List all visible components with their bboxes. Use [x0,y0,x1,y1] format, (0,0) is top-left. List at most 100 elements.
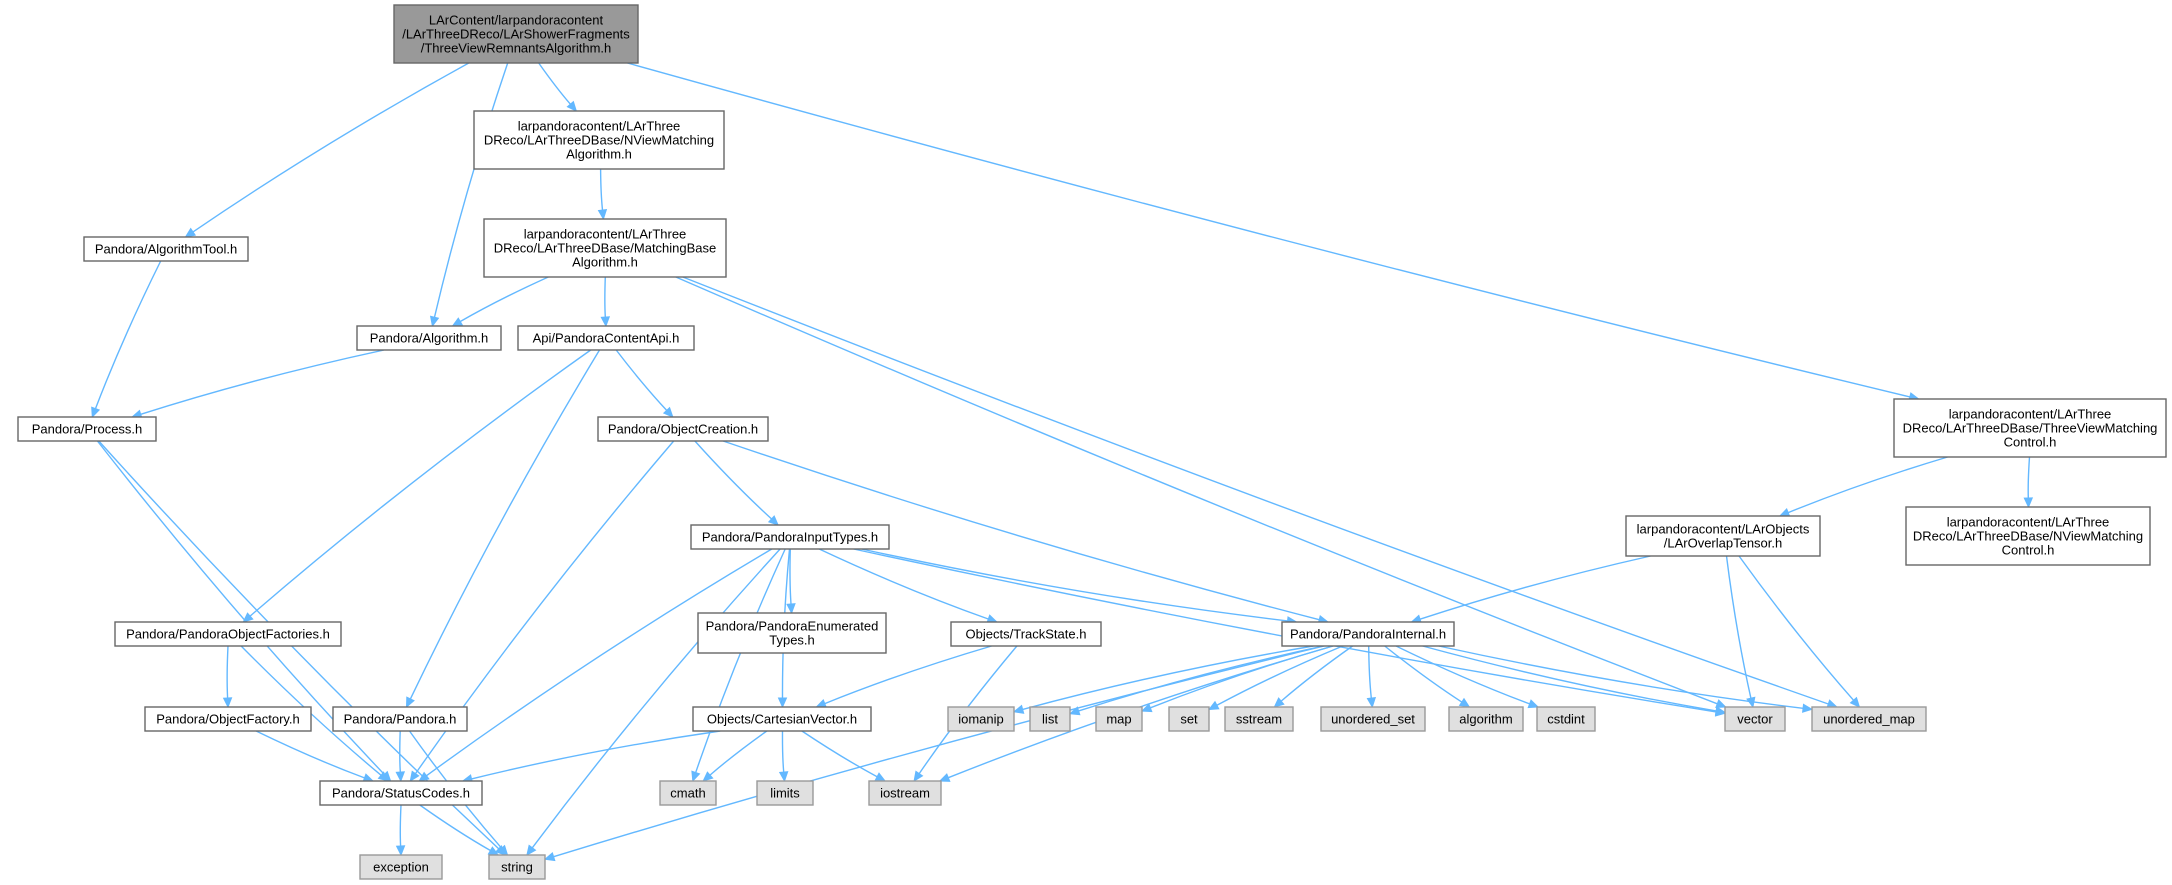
node-root[interactable]: LArContent/larpandoracontent/LArThreeDRe… [393,4,639,64]
edge-arrowhead [184,227,197,238]
edge-cart_vector-to-limits [778,730,789,783]
node-set[interactable]: set [1168,706,1210,732]
node-vector[interactable]: vector [1724,706,1786,732]
node-three-view-ctrl[interactable]: larpandoracontent/LArThreeDReco/LArThree… [1893,398,2167,458]
node-unordered-set[interactable]: unordered_set [1320,706,1426,732]
node-label-line: iomanip [958,712,1004,727]
edge-arrowhead [600,316,611,328]
node-label-line: cmath [670,786,705,801]
edge-line [471,730,721,780]
node-label-line: Control.h [2002,543,2055,558]
edge-arrowhead [242,612,254,623]
node-limits[interactable]: limits [756,780,814,806]
edge-algorithm-to-process [130,349,385,419]
edge-line [694,440,772,520]
edge-line [255,730,365,779]
node-string[interactable]: string [488,854,546,880]
node-box [1625,515,1821,557]
node-cmath[interactable]: cmath [659,780,717,806]
node-pandora-internal[interactable]: Pandora/PandoraInternal.h [1281,621,1455,647]
node-cstdint[interactable]: cstdint [1536,706,1596,732]
node-label-line: Pandora/ObjectFactory.h [156,712,300,727]
node-label-line: Algorithm.h [566,147,632,162]
edge-line [249,349,592,617]
node-label-line: limits [770,786,800,801]
edge-pandora_internal-to-string [543,645,1325,862]
edge-input_types-to-status_codes [418,548,773,782]
edge-line [426,548,773,777]
node-pandora-h[interactable]: Pandora/Pandora.h [332,706,468,732]
node-nview-alg[interactable]: larpandoracontent/LArThreeDReco/LArThree… [473,110,725,170]
edge-arrowhead [429,315,440,328]
node-label-line: Pandora/Pandora.h [344,712,457,727]
edge-arrowhead [1207,700,1220,711]
node-algorithm[interactable]: Pandora/Algorithm.h [356,325,502,351]
node-nview-ctrl[interactable]: larpandoracontent/LArThreeDReco/LArThree… [1905,506,2151,566]
node-label-line: DReco/LArThreeDBase/NViewMatching [1913,529,2143,544]
edge-arrowhead [1458,697,1471,708]
edge-line [1150,645,1333,709]
node-layer: LArContent/larpandoracontent/LArThreeDRe… [17,4,2167,880]
edge-arrowhead [691,770,701,783]
node-cart-vector[interactable]: Objects/CartesianVector.h [692,706,872,732]
edge-arrowhead [597,209,608,221]
node-box [1893,398,2167,458]
edge-arrowhead [1273,697,1285,708]
node-label-line: iostream [880,786,930,801]
node-label-line: Pandora/PandoraObjectFactories.h [126,627,330,642]
node-unordered-map[interactable]: unordered_map [1811,706,1927,732]
node-label-line: Types.h [769,633,815,648]
node-status-codes[interactable]: Pandora/StatusCodes.h [319,780,483,806]
node-map[interactable]: map [1095,706,1143,732]
node-input-types[interactable]: Pandora/PandoraInputTypes.h [690,524,890,550]
node-obj-factory[interactable]: Pandora/ObjectFactory.h [144,706,312,732]
node-label-line: algorithm [1459,712,1512,727]
node-label-line: Pandora/StatusCodes.h [332,786,470,801]
edge-content_api-to-obj_factories [242,349,592,623]
edge-arrowhead [786,603,796,615]
node-label-line: Pandora/Process.h [32,422,143,437]
edge-cart_vector-to-status_codes [461,730,721,784]
edge-line [96,440,385,775]
edge-matching_base-to-content_api [600,276,611,328]
node-iostream[interactable]: iostream [868,780,942,806]
node-label-line: Pandora/AlgorithmTool.h [95,242,237,257]
node-object-creation[interactable]: Pandora/ObjectCreation.h [597,416,769,442]
edge-input_types-to-string [526,548,781,856]
edge-line [1384,645,1463,703]
edge-line [419,804,491,852]
node-box [356,325,502,351]
node-matching-base[interactable]: larpandoracontent/LArThreeDReco/LArThree… [483,218,727,278]
edge-pandora_h-to-status_codes [395,730,406,783]
node-process[interactable]: Pandora/Process.h [17,416,157,442]
node-algorithm-std[interactable]: algorithm [1448,706,1524,732]
edge-line [627,62,1910,398]
edge-arrowhead [778,771,789,783]
edge-arrowhead [1012,704,1025,714]
node-overlap-tensor[interactable]: larpandoracontent/LArObjects/LArOverlapT… [1625,515,1821,557]
node-alg-tool[interactable]: Pandora/AlgorithmTool.h [83,236,249,262]
edge-overlap_tensor-to-unordered_map [1738,555,1861,708]
edge-status_codes-to-exception [395,804,406,857]
node-list[interactable]: list [1029,706,1071,732]
edge-overlap_tensor-to-pandora_internal [1410,555,1651,624]
node-iomanip[interactable]: iomanip [947,706,1015,732]
node-label-line: sstream [1236,712,1282,727]
node-content-api[interactable]: Api/PandoraContentApi.h [517,325,695,351]
node-obj-factories[interactable]: Pandora/PandoraObjectFactories.h [114,621,342,647]
edge-arrowhead [418,771,430,782]
edge-line [1216,645,1343,706]
edge-line [1280,645,1354,702]
node-sstream[interactable]: sstream [1224,706,1294,732]
node-box [1536,706,1596,732]
node-label-line: /LArThreeDReco/LArShowerFragments [402,27,630,42]
node-exception[interactable]: exception [359,854,443,880]
edge-line [722,440,1320,621]
edge-arrowhead [1068,706,1081,716]
edge-line [433,62,509,318]
edge-pandora_internal-to-cstdint [1395,645,1540,709]
edge-arrowhead [913,770,924,783]
node-track-state[interactable]: Objects/TrackState.h [950,621,1102,647]
edge-arrowhead [1746,696,1756,709]
